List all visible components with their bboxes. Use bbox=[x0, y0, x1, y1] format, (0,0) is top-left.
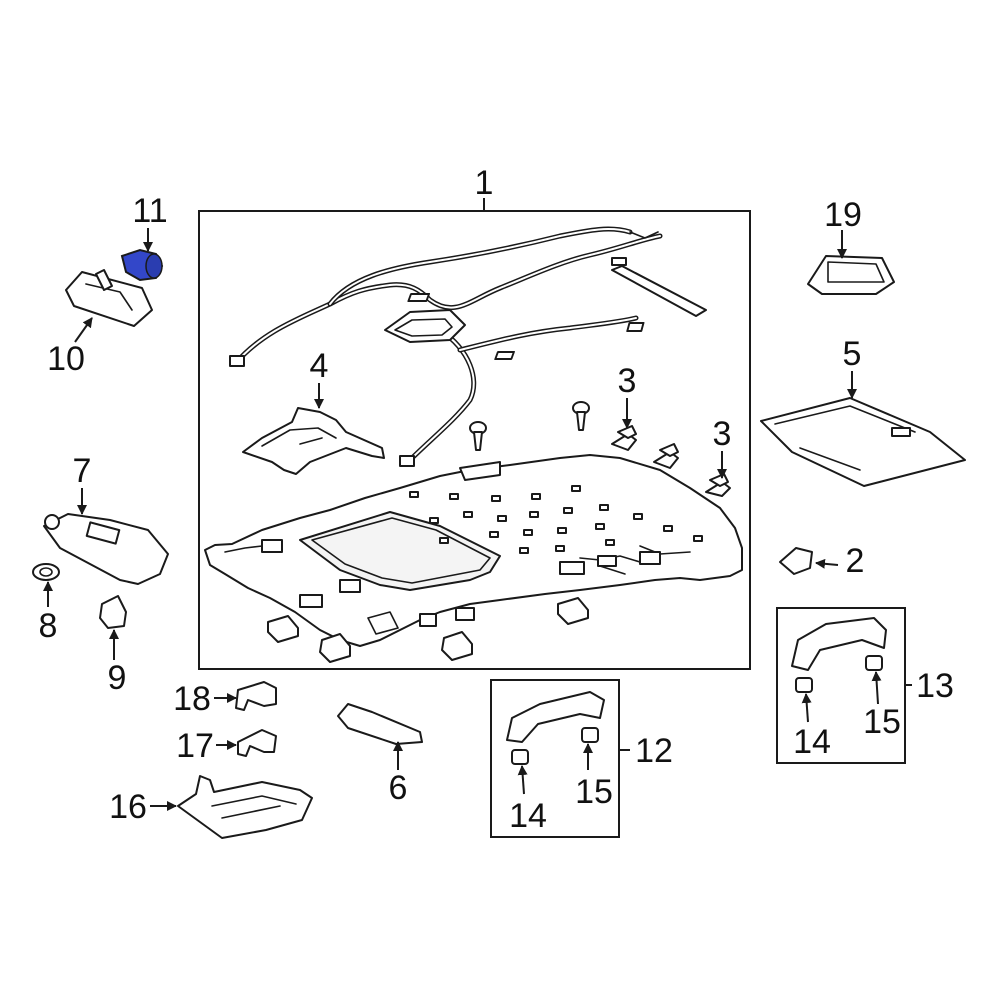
part-19-interior-light bbox=[807, 255, 895, 295]
leader-lines bbox=[43, 198, 912, 811]
headliner-clip-d bbox=[557, 597, 589, 625]
assist-grip-group-box-12 bbox=[490, 679, 620, 838]
callout-labels: 1 2 3 3 4 5 6 7 8 9 10 11 12 13 14 15 14… bbox=[39, 164, 954, 835]
part-4-bracket bbox=[242, 407, 385, 475]
callout-19: 19 bbox=[824, 196, 862, 234]
callout-18: 18 bbox=[173, 680, 211, 718]
callout-3b: 3 bbox=[713, 415, 732, 453]
callout-14a: 14 bbox=[509, 797, 547, 835]
part-9-holder bbox=[99, 595, 127, 629]
part-10-lamp-housing bbox=[65, 269, 153, 327]
callout-6: 6 bbox=[389, 769, 408, 807]
headliner-hole-pattern bbox=[409, 485, 703, 554]
callout-3a: 3 bbox=[618, 362, 637, 400]
part-2-clip bbox=[779, 547, 813, 575]
callout-15a: 15 bbox=[575, 773, 613, 811]
callout-10: 10 bbox=[47, 340, 85, 378]
callout-8: 8 bbox=[39, 607, 58, 645]
headliner-clip-b bbox=[319, 633, 351, 663]
screw-1 bbox=[469, 421, 487, 451]
part-13-14-cap bbox=[795, 677, 813, 693]
callout-2: 2 bbox=[846, 542, 865, 580]
part-13-assist-grip bbox=[791, 617, 887, 671]
headliner-group-box bbox=[198, 210, 751, 670]
part-11-bulb bbox=[120, 248, 164, 282]
callout-15b: 15 bbox=[863, 703, 901, 741]
part-12-14-cap bbox=[511, 749, 529, 765]
callout-1: 1 bbox=[475, 164, 494, 202]
screw-2 bbox=[572, 401, 590, 431]
callout-4: 4 bbox=[310, 347, 329, 385]
part-3-clip-c bbox=[653, 443, 679, 469]
part-13-15-cap bbox=[865, 655, 883, 671]
callout-7: 7 bbox=[73, 452, 92, 490]
part-3-clip-b bbox=[705, 473, 731, 497]
part-8-clip bbox=[32, 563, 60, 581]
headliner-wiring-harness bbox=[229, 226, 663, 467]
part-16-console bbox=[177, 775, 313, 839]
part-6-strip bbox=[337, 703, 423, 745]
headliner-small-clips bbox=[407, 257, 645, 360]
callout-17: 17 bbox=[176, 727, 214, 765]
part-12-15-cap bbox=[581, 727, 599, 743]
part-7-sun-visor bbox=[43, 513, 169, 585]
headliner-clip-c bbox=[441, 631, 473, 661]
part-17-bracket bbox=[237, 729, 277, 757]
part-18-bracket bbox=[235, 681, 277, 711]
sunshade-bar bbox=[611, 265, 707, 317]
part-3-clip-a bbox=[611, 425, 637, 451]
headliner-panel bbox=[204, 454, 743, 647]
part-5-panel bbox=[760, 397, 966, 487]
callout-12: 12 bbox=[635, 732, 673, 770]
callout-11: 11 bbox=[132, 192, 167, 230]
callout-13: 13 bbox=[916, 667, 954, 705]
part-12-assist-grip bbox=[506, 691, 605, 743]
callout-14b: 14 bbox=[793, 723, 831, 761]
headliner-clip-a bbox=[267, 615, 299, 643]
callout-16: 16 bbox=[109, 788, 147, 826]
callout-9: 9 bbox=[108, 659, 127, 697]
callout-5: 5 bbox=[843, 335, 862, 373]
